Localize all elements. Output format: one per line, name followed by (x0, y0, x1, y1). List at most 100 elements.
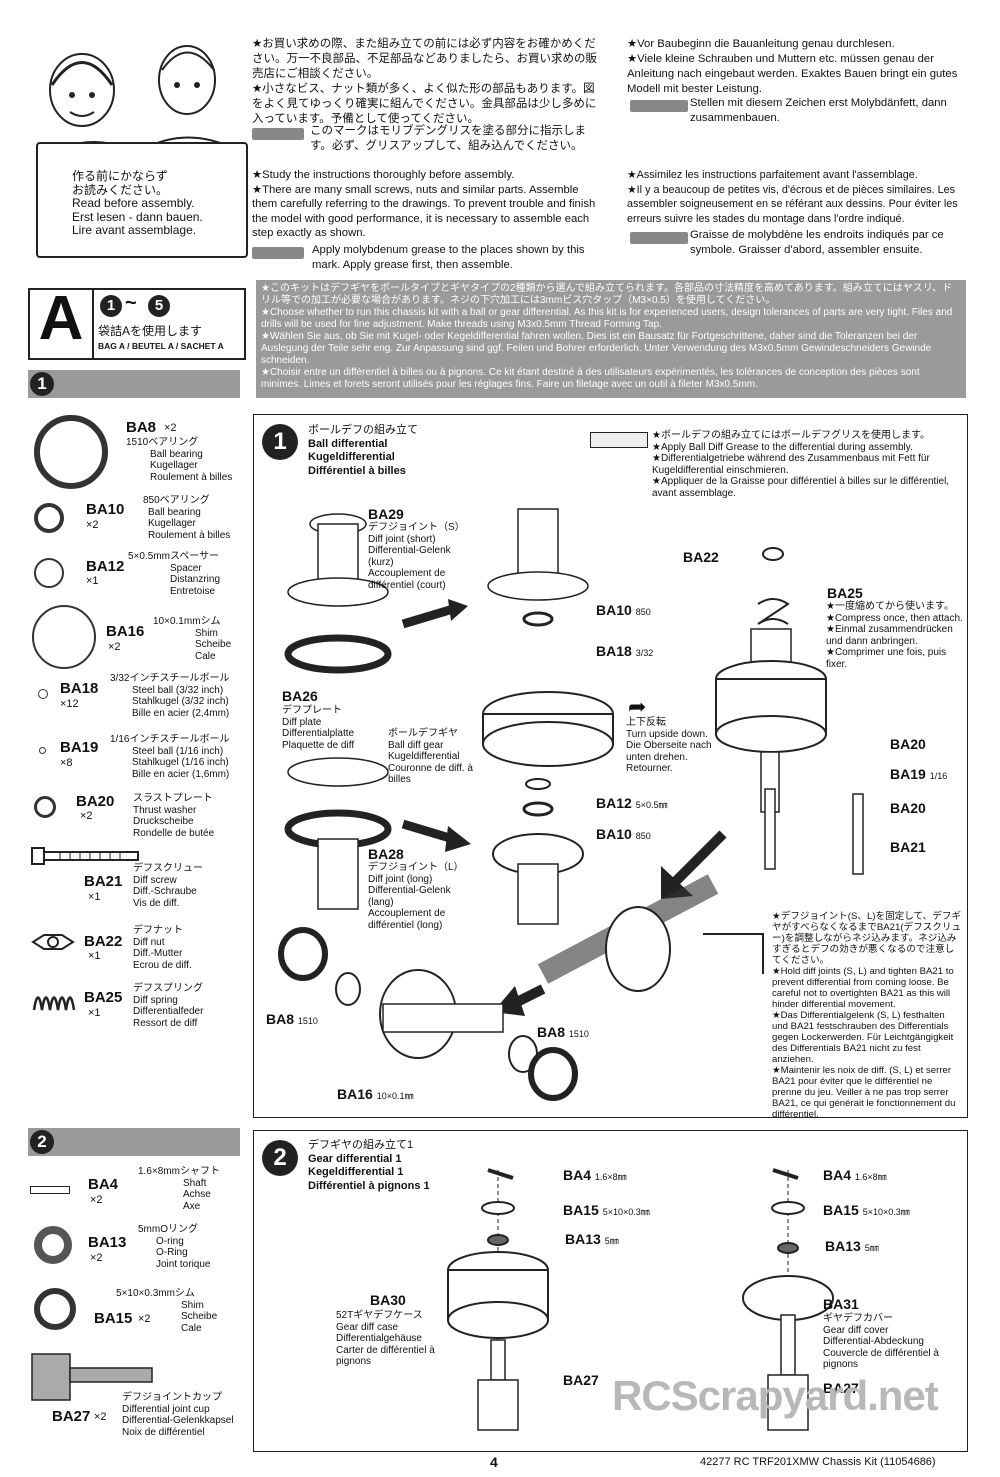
callout-ba19: BA19 1/16 (890, 766, 947, 782)
joint-cup-icon (31, 1353, 153, 1401)
part-code: BA12 (86, 558, 125, 575)
part-line: Scheibe (181, 1311, 218, 1322)
part-code: BA27 (52, 1408, 91, 1425)
badge-line: Lire avant assemblage. (72, 223, 197, 237)
part-qty: ×1 (88, 950, 101, 962)
part-line: Diff.-Mutter (133, 948, 183, 959)
callout-sub: 850 (635, 831, 651, 841)
compress-note: ★一度縮めてから使います。 ★Compress once, then attac… (826, 601, 963, 670)
ball-diff-grease-note: ★ボールデフの組み立てにはボールデフグリスを使用します。 ★Apply Ball… (652, 430, 950, 499)
step1-number: 1 (30, 372, 54, 396)
part-qty: ×2 (108, 641, 121, 653)
steel-ball-small-icon (39, 747, 46, 754)
ba26-line: デフプレート (282, 705, 342, 716)
callout-ba13b: BA13 5㎜ (825, 1238, 879, 1254)
callout-code: BA15 (563, 1202, 599, 1218)
de-grease-note: Stellen mit diesem Zeichen erst Molybdän… (690, 97, 947, 124)
callout-sub: 1.6×8㎜ (594, 1172, 627, 1182)
ba28-line: デフジョイント（L） (368, 862, 464, 873)
read-before-badge (36, 142, 248, 258)
step1-title: ボールデフの組み立て (308, 424, 418, 436)
part-code: BA15 (94, 1310, 133, 1327)
step1-panel (253, 414, 968, 1118)
ball-diff-exploded-drawing (278, 508, 864, 1101)
fr-grease-note: Graisse de molybdène les endroits indiqu… (690, 229, 944, 256)
ba26-line: Plaquette de diff (282, 739, 355, 751)
callout-code: BA8 (266, 1011, 295, 1027)
callout-ba18: BA18 3/32 (596, 643, 653, 659)
fr-instructions: ★Assimilez les instructions parfaitement… (627, 169, 958, 225)
flip-line: Retourner. (626, 763, 673, 774)
part-line: Kugellager (148, 518, 196, 529)
part-qty: ×1 (86, 575, 99, 587)
part-line: 10×0.1mmシム (153, 616, 221, 627)
part-line: Shim (181, 1299, 204, 1311)
part-code: BA19 (60, 739, 99, 756)
bag-range-sep: ~ (125, 292, 137, 314)
flip-arrow-icon: ➦ (628, 694, 647, 719)
en-grease-note: Apply molybdenum grease to the places sh… (312, 244, 585, 271)
callout-ba30: BA30 (370, 1292, 406, 1308)
ba31-line: Differential-Abdeckung (823, 1336, 924, 1347)
callout-ba25: BA25 (827, 585, 863, 601)
callout-sub: 3/32 (635, 648, 654, 658)
part-line: Ball bearing (150, 448, 203, 460)
callout-code: BA18 (596, 643, 632, 659)
callout-sub: 5㎜ (604, 1236, 619, 1246)
part-qty: ×2 (138, 1313, 151, 1325)
part-line: Diff nut (133, 936, 165, 948)
part-line: デフジョイントカップ (122, 1392, 222, 1403)
jp-grease-note: このマークはモリブデングリスを塗る部分に指示します。必ず、グリスアップして、組み… (310, 125, 586, 152)
steel-ball-icon (38, 689, 48, 699)
part-line: 850ベアリング (143, 495, 210, 506)
callout-ba22: BA22 (683, 549, 719, 565)
ba26-code: BA26 (282, 688, 318, 704)
bag-range-start: 1 (100, 295, 122, 317)
part-qty: ×12 (60, 698, 79, 710)
shim-icon (34, 1288, 76, 1330)
ba28-line: Differential-Gelenk (lang) (368, 885, 451, 908)
part-line: Druckscheibe (133, 816, 194, 827)
gear-label-line: Couronne de diff. à billes (388, 762, 473, 786)
part-line: Roulement à billes (150, 471, 233, 483)
ba29-line: Differential-Gelenk (kurz) (368, 545, 451, 568)
diff-nut-icon (31, 934, 75, 950)
step1-title: Différentiel à billes (308, 464, 406, 477)
callout-code: BA12 (596, 795, 632, 811)
spacer-icon (34, 558, 64, 588)
part-line: Ball bearing (148, 506, 201, 518)
kit-reference: 42277 RC TRF201XMW Chassis Kit (11054686… (700, 1456, 936, 1468)
callout-code: BA19 (890, 766, 926, 782)
callout-sub: 5×10×0.3㎜ (862, 1207, 910, 1217)
part-line: スラストプレート (133, 793, 213, 804)
step2-title: Kegeldifferential 1 (308, 1166, 404, 1178)
step2-number: 2 (30, 1130, 54, 1154)
callout-code: BA4 (823, 1167, 852, 1183)
ba30-line: Gear diff case (336, 1321, 399, 1333)
header-illustration: 作る前にかならず お読みください。 Read before assembly. … (22, 30, 248, 265)
callout-ba15a: BA15 5×10×0.3㎜ (563, 1202, 650, 1218)
diff-spring-icon (32, 996, 76, 1011)
bearing-small-icon (34, 503, 64, 533)
flip-line: 上下反転 (626, 717, 666, 728)
part-line: 5mmOリング (138, 1224, 198, 1235)
part-line: 5×10×0.3mmシム (116, 1288, 195, 1299)
ba28-line: Accouplement de différentiel (long) (368, 908, 446, 931)
callout-sub: 850 (635, 607, 651, 617)
callout-sub: 5㎜ (864, 1243, 879, 1253)
part-line: Bille en acier (1,6mm) (132, 768, 230, 780)
ba31-line: Gear diff cover (823, 1324, 889, 1336)
flip-line: Die Oberseite nach unten drehen. (626, 740, 712, 763)
part-line: 1.6×8mmシャフト (138, 1166, 220, 1177)
thrust-washer-icon (34, 796, 56, 818)
flip-line: Turn upside down. (626, 728, 708, 740)
ba30-line: Differentialgehäuse (336, 1333, 422, 1344)
part-line: O-ring (156, 1235, 184, 1247)
part-line: デフナット (133, 925, 183, 936)
jp-instructions: ★お買い求めの際、また組み立ての前には必ず内容をお確かめください。万一不良部品、… (252, 38, 597, 125)
shim-icon (32, 605, 96, 669)
badge-line: Read before assembly. (72, 196, 195, 210)
part-qty: ×2 (90, 1194, 103, 1206)
bag-range-end: 5 (148, 295, 170, 317)
part-line: Rondelle de butée (133, 827, 215, 839)
